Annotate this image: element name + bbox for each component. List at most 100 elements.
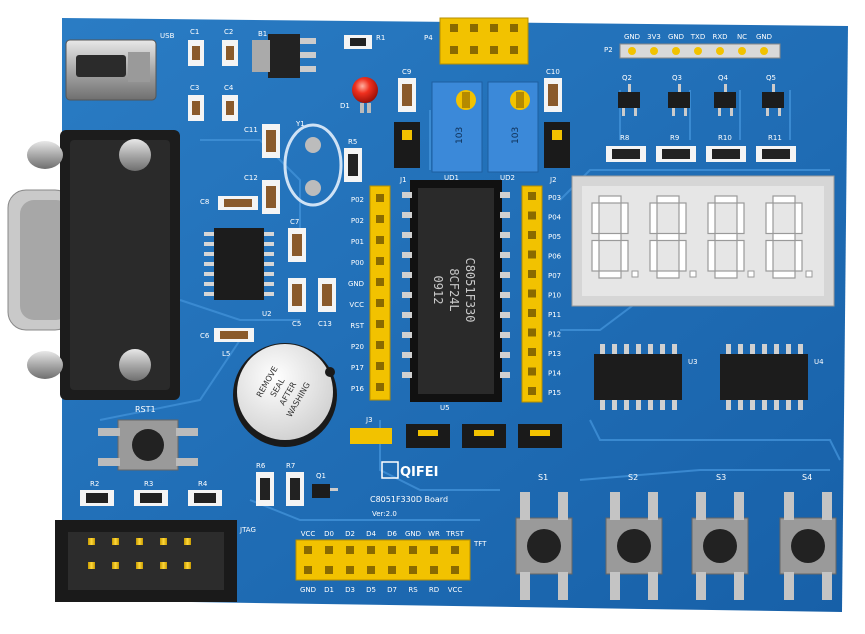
pot1-value: 103 xyxy=(455,127,465,144)
brand-name: QIFEI xyxy=(400,465,439,480)
switch-cap xyxy=(703,529,737,563)
rst-label: RST1 xyxy=(135,405,156,414)
r2-label: R2 xyxy=(90,480,99,488)
switch-leg xyxy=(734,492,744,520)
j1-label: J1 xyxy=(399,176,407,184)
tft-bottom-pin-label: D1 xyxy=(324,586,334,594)
header-pin xyxy=(528,231,536,239)
r11-label: R11 xyxy=(768,134,782,142)
display-segment xyxy=(714,270,738,279)
tactile-switch xyxy=(779,492,837,600)
tft-bottom-pin-label: D3 xyxy=(345,586,355,594)
switch-cap xyxy=(791,529,825,563)
smd-passives xyxy=(80,35,796,506)
capacitor-c11 xyxy=(262,124,280,158)
tft-bottom-pin-label: VCC xyxy=(448,586,463,594)
transistor-q5 xyxy=(762,84,784,116)
l5-label: L5 xyxy=(222,350,230,358)
header-pin xyxy=(528,250,536,259)
display-digit xyxy=(707,195,755,279)
voltage-regulator xyxy=(252,34,316,78)
header-pin xyxy=(376,194,384,202)
p4-label: P4 xyxy=(424,34,433,42)
resistor-r4 xyxy=(188,490,222,506)
header-pin xyxy=(376,215,384,223)
q2-label: Q2 xyxy=(622,74,632,82)
buzzer: REMOVE SEAL AFTER WASHING xyxy=(233,343,337,447)
c6-label: C6 xyxy=(200,332,210,340)
d1-label: D1 xyxy=(340,102,350,110)
tft-bottom-pin-label: D5 xyxy=(366,586,376,594)
tft-top-pin-label: D4 xyxy=(366,530,376,538)
mcu-text-2: 8CF24L xyxy=(447,268,461,311)
c2-label: C2 xyxy=(224,28,233,36)
red-led xyxy=(352,77,378,113)
display-dot xyxy=(631,270,639,278)
b1-label: B1 xyxy=(258,30,267,38)
switch-leg xyxy=(784,572,794,600)
display-segment xyxy=(656,270,680,279)
r7-label: R7 xyxy=(286,462,295,470)
tft-bottom-pin-label: RS xyxy=(408,586,418,594)
capacitor-c1 xyxy=(188,40,204,66)
s3-label: S3 xyxy=(716,473,726,482)
jumper-j5 xyxy=(462,424,506,448)
left-pin-label: P01 xyxy=(351,238,364,246)
ud1-label: UD1 xyxy=(444,174,459,182)
p2-pin-label: GND xyxy=(668,33,684,41)
resistor-r9 xyxy=(656,146,696,162)
display-segment xyxy=(714,195,738,204)
jumper-j3 xyxy=(350,428,392,444)
tft-top-pin-label: WR xyxy=(428,530,440,538)
p2-pin-label: 3V3 xyxy=(647,33,661,41)
switch-leg xyxy=(734,572,744,600)
p2-pin-label: NC xyxy=(737,33,747,41)
tft-header xyxy=(295,539,471,581)
header-pin xyxy=(528,328,536,337)
switch-leg xyxy=(822,572,832,600)
switch-cap xyxy=(527,529,561,563)
r3-label: R3 xyxy=(144,480,153,488)
display-segment xyxy=(707,202,716,235)
mcu-dip-chip xyxy=(402,180,510,402)
j2-label: J2 xyxy=(549,176,557,184)
header-pin xyxy=(528,309,536,317)
crystal-oscillator xyxy=(283,123,343,207)
transistors xyxy=(312,84,784,498)
header-pin xyxy=(376,299,384,307)
right-pin-label: P15 xyxy=(548,389,561,397)
switch-leg xyxy=(558,572,568,600)
display-segment xyxy=(656,232,680,242)
tactile-switch xyxy=(515,492,573,600)
display-segment xyxy=(649,239,658,272)
display-segment xyxy=(598,195,622,204)
switch-leg xyxy=(648,572,658,600)
display-segment xyxy=(678,239,687,272)
pot2-value: 103 xyxy=(511,127,521,144)
left-pin-label: P16 xyxy=(351,385,365,393)
header-pin xyxy=(376,236,384,244)
display-digits xyxy=(591,195,813,279)
display-dot xyxy=(747,270,755,278)
q5-label: Q5 xyxy=(766,74,776,82)
usb-connector xyxy=(65,39,157,101)
right-pin-label: P11 xyxy=(548,311,561,319)
header-pin xyxy=(528,367,536,376)
resistor-r8 xyxy=(606,146,646,162)
header-pin xyxy=(376,257,384,265)
resistor-r7 xyxy=(286,472,304,506)
tactile-switch xyxy=(691,492,749,600)
display-segment xyxy=(765,239,774,272)
display-segment xyxy=(591,202,600,235)
jtag-connector xyxy=(55,520,237,602)
c9-label: C9 xyxy=(402,68,411,76)
u3-label: U3 xyxy=(688,358,698,366)
display-segment xyxy=(772,270,796,279)
display-segment xyxy=(772,232,796,242)
right-pin-label: P04 xyxy=(548,214,562,222)
jumper-j1 xyxy=(394,122,420,168)
resistor-r2 xyxy=(80,490,114,506)
